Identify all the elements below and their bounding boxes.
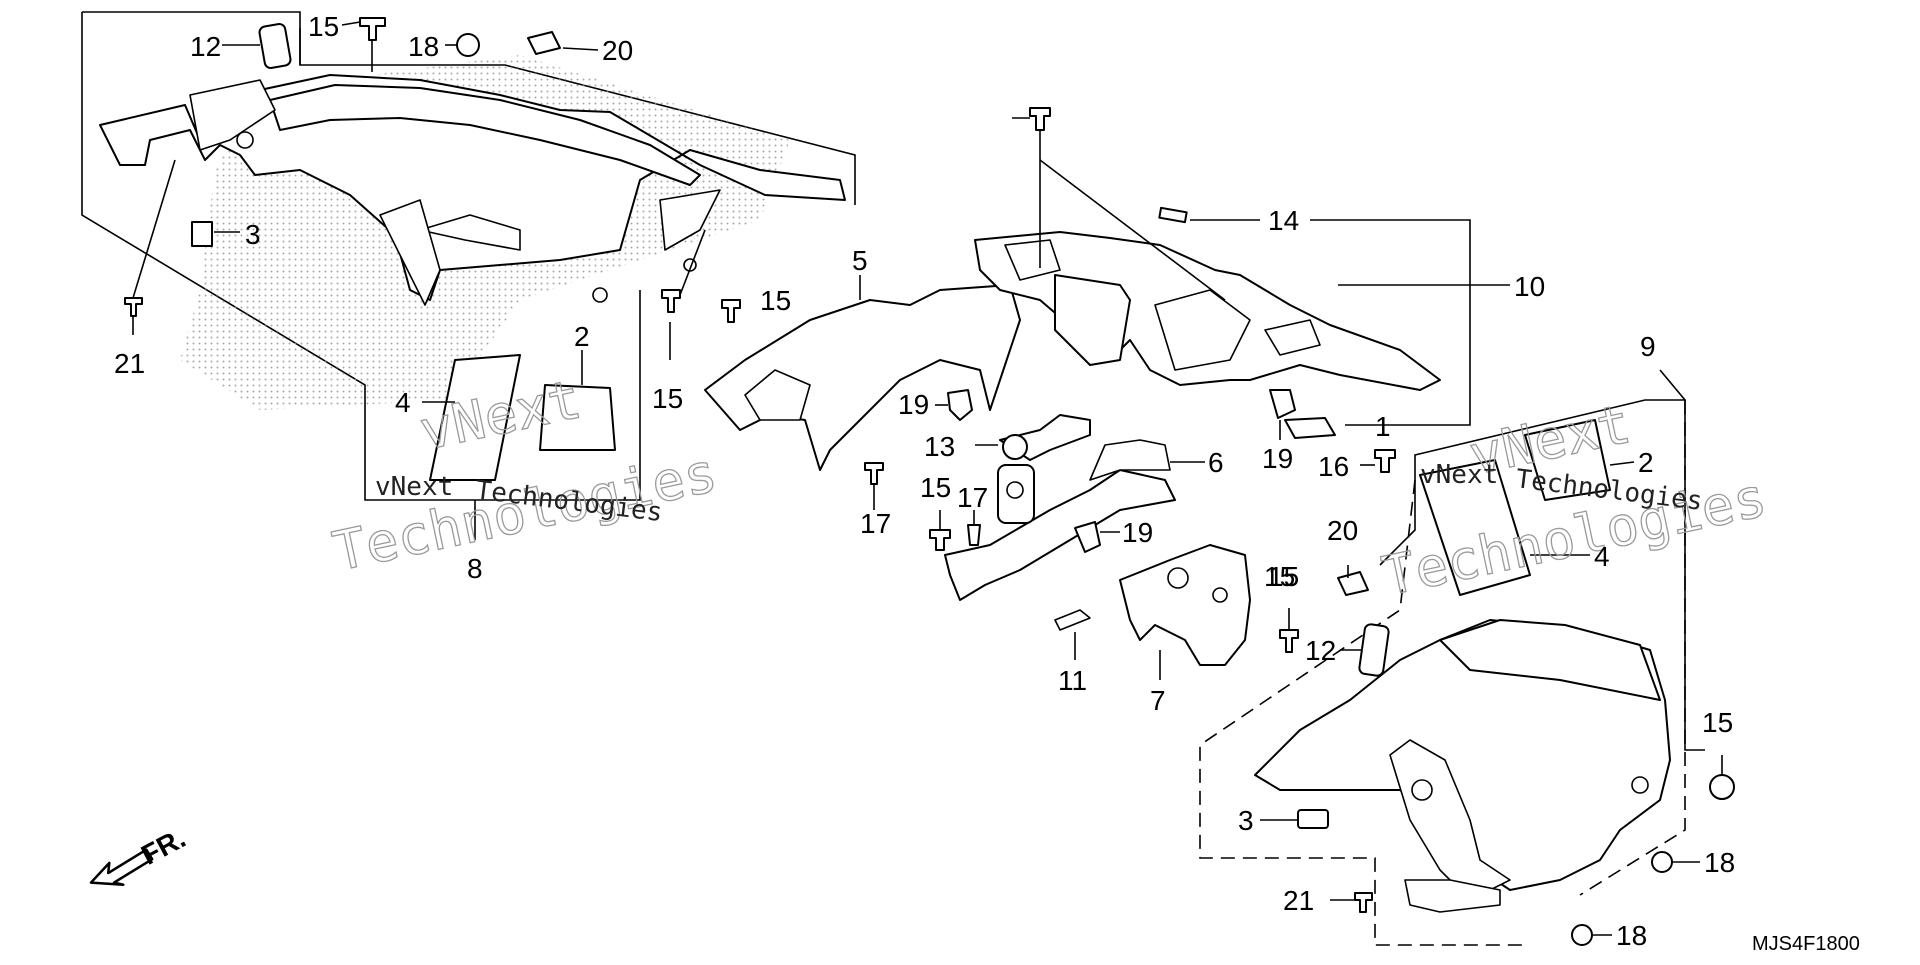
part-19-clip-b bbox=[1074, 521, 1101, 553]
leaders-left bbox=[132, 21, 706, 540]
callout-9: 9 bbox=[1640, 331, 1656, 362]
part-20-clip-a bbox=[527, 31, 561, 55]
part-15-screw-c bbox=[661, 289, 681, 313]
part-4-panel-b bbox=[1419, 459, 1531, 596]
part-13-key-lock bbox=[975, 414, 1091, 524]
part-3-pad-a bbox=[191, 221, 213, 247]
callout-5: 5 bbox=[852, 245, 868, 276]
part-6-bracket bbox=[944, 439, 1205, 601]
part-18-nut-b bbox=[1651, 851, 1673, 873]
part-15-screw-e bbox=[1029, 107, 1051, 131]
callout-15: 15 bbox=[1268, 561, 1299, 592]
part-10-inner-cover bbox=[974, 231, 1441, 391]
callout-19: 19 bbox=[898, 389, 929, 420]
callout-11: 11 bbox=[1058, 665, 1087, 696]
front-arrow: FR. bbox=[89, 822, 191, 887]
part-18-nut-c bbox=[1571, 924, 1593, 946]
callout-18: 18 bbox=[1616, 920, 1647, 951]
callout-2: 2 bbox=[574, 321, 590, 352]
callout-20: 20 bbox=[1327, 515, 1358, 546]
part-12-grommet-right bbox=[1358, 623, 1390, 677]
part-2-panel-b bbox=[1524, 419, 1611, 501]
part-9-inner-cover-right bbox=[1254, 619, 1671, 913]
callout-15: 15 bbox=[652, 383, 683, 414]
callout-12: 12 bbox=[190, 31, 221, 62]
part-14-clip bbox=[1158, 206, 1188, 224]
part-7-bracket bbox=[1119, 544, 1251, 680]
part-16-screw bbox=[1374, 449, 1396, 473]
callout-3: 3 bbox=[1238, 805, 1254, 836]
callout-18: 18 bbox=[1704, 847, 1735, 878]
callout-4: 4 bbox=[1594, 541, 1610, 572]
callout-17: 17 bbox=[957, 482, 988, 513]
part-3-pad-b bbox=[1297, 809, 1329, 829]
assembly-8-group-lines bbox=[81, 11, 856, 501]
callout-21: 21 bbox=[1283, 885, 1314, 916]
part-15-screw-f bbox=[1279, 629, 1299, 653]
callout-15: 15 bbox=[1264, 561, 1295, 592]
part-21-screw-b bbox=[1354, 892, 1373, 913]
part-4-panel-a bbox=[429, 354, 521, 481]
diagram-code: MJS4F1800 bbox=[1752, 933, 1860, 955]
callout-16: 16 bbox=[1318, 451, 1349, 482]
part-19-clip-c bbox=[1269, 389, 1296, 419]
leaders-right-bottom bbox=[1260, 461, 1723, 936]
callout-13: 13 bbox=[924, 431, 955, 462]
callout-8: 8 bbox=[467, 553, 483, 584]
callout-1: 1 bbox=[1375, 411, 1391, 442]
callout-12: 12 bbox=[1305, 635, 1336, 666]
callout-15: 15 bbox=[308, 11, 339, 42]
inner-cover-left bbox=[99, 74, 846, 306]
callout-2: 2 bbox=[1638, 447, 1654, 478]
callout-4: 4 bbox=[395, 387, 411, 418]
callout-17: 17 bbox=[860, 508, 891, 539]
callout-7: 7 bbox=[1150, 685, 1166, 716]
callout-14: 14 bbox=[1268, 205, 1299, 236]
callout-19: 19 bbox=[1262, 443, 1293, 474]
part-12-grommet-left bbox=[258, 23, 292, 69]
part-5-cover bbox=[704, 275, 1021, 471]
callout-3: 3 bbox=[245, 219, 261, 250]
part-20-clip-b bbox=[1337, 571, 1369, 596]
part-21-screw-a bbox=[124, 297, 143, 317]
leaders-right-top bbox=[1012, 117, 1510, 466]
watermark-line2: Technologies bbox=[328, 441, 723, 584]
part-19-clip-a bbox=[947, 389, 973, 421]
part-11-wire bbox=[1054, 609, 1091, 631]
assembly-9-group-lines bbox=[1199, 369, 1705, 946]
callout-15: 15 bbox=[760, 285, 791, 316]
callout-15: 15 bbox=[920, 472, 951, 503]
callout-18: 18 bbox=[408, 31, 439, 62]
part-17-screw-a bbox=[864, 462, 884, 485]
part-15-screw-g bbox=[1709, 774, 1735, 800]
part-18-nut-a bbox=[456, 33, 480, 57]
part-17-screw-b bbox=[967, 524, 981, 546]
callout-10: 10 bbox=[1514, 271, 1545, 302]
part-15-screw-a bbox=[359, 17, 386, 41]
part-2-panel-a bbox=[539, 384, 616, 451]
callout-20: 20 bbox=[602, 35, 633, 66]
watermark-small-line1: vNext bbox=[375, 472, 453, 502]
part-15-screw-b bbox=[721, 299, 741, 323]
callout-15: 15 bbox=[1702, 707, 1733, 738]
watermark-small-line1: vNext bbox=[1420, 460, 1498, 490]
part-1-clip bbox=[1284, 417, 1336, 439]
callout-19: 19 bbox=[1122, 517, 1153, 548]
callout-6: 6 bbox=[1208, 447, 1224, 478]
callout-21: 21 bbox=[114, 348, 145, 379]
part-15-screw-d bbox=[929, 529, 951, 551]
callout-labels: 12 15 18 20 3 21 2 4 15 15 8 5 19 13 17 … bbox=[114, 11, 1735, 951]
